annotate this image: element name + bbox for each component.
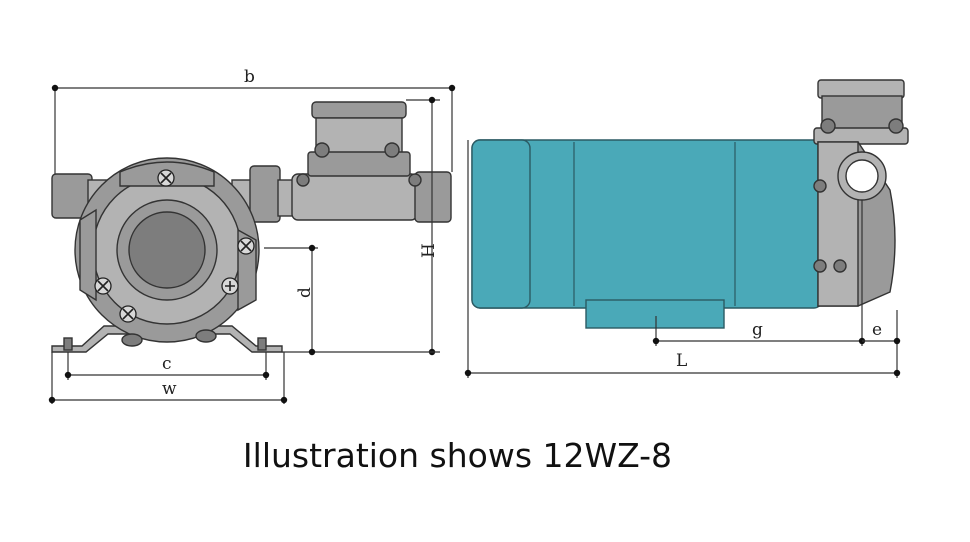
dim-label-d: d <box>295 287 315 298</box>
motor-base <box>585 299 725 329</box>
screw-icon <box>119 305 137 323</box>
dimension-c: c <box>64 352 270 380</box>
illustration-caption: Illustration shows 12WZ-8 <box>242 436 673 475</box>
screw-icon <box>94 277 112 295</box>
dimension-d: d <box>264 244 440 356</box>
side-view-pump <box>471 79 909 329</box>
dim-label-b: b <box>244 67 255 87</box>
dim-label-c: c <box>162 354 172 374</box>
dim-label-g: g <box>752 320 763 340</box>
dimension-g: g <box>652 200 866 346</box>
screw-icon <box>157 169 175 187</box>
motor-end-cap <box>471 139 531 309</box>
dimension-e: e <box>862 320 901 345</box>
dim-label-H: H <box>419 243 439 258</box>
dim-label-L: L <box>676 351 687 371</box>
dimension-b: b <box>51 67 456 174</box>
screw-icon <box>221 277 239 295</box>
dim-label-w: w <box>162 379 177 399</box>
dim-label-e: e <box>872 320 882 340</box>
front-view-pump <box>51 101 452 353</box>
dimension-w: w <box>48 352 288 404</box>
screw-icon <box>237 237 255 255</box>
dimension-L: L <box>464 140 901 378</box>
dimension-H: H <box>406 96 440 356</box>
